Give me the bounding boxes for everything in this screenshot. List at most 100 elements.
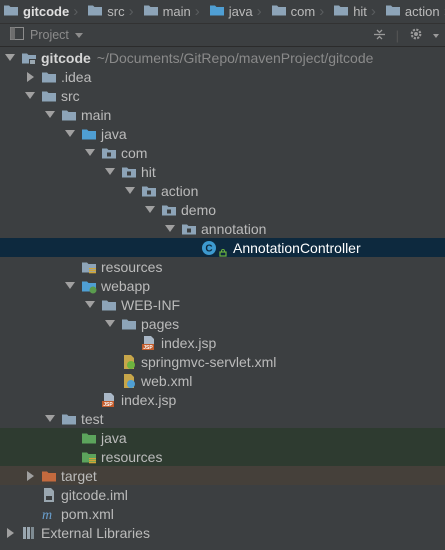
svg-text:C: C	[205, 243, 212, 254]
collapsed-arrow-icon[interactable]	[5, 528, 15, 538]
resources-folder-icon	[81, 259, 97, 275]
tree-node-label: gitcode.iml	[61, 486, 128, 503]
tree-node-label: test	[81, 410, 104, 427]
tree-node-pages[interactable]: pages	[0, 314, 445, 333]
expanded-arrow-icon[interactable]	[105, 319, 115, 329]
project-toolbar: Project |	[0, 24, 445, 47]
tree-node-annotation[interactable]: annotation	[0, 219, 445, 238]
tree-node-test[interactable]: test	[0, 409, 445, 428]
gear-icon[interactable]	[409, 27, 423, 44]
breadcrumb-label: main	[162, 4, 191, 19]
expanded-arrow-icon[interactable]	[145, 205, 155, 215]
expanded-arrow-icon[interactable]	[25, 91, 35, 101]
tree-node-index-jsp[interactable]: JSP index.jsp	[0, 390, 445, 409]
package-icon	[161, 202, 177, 218]
folder-icon	[101, 297, 117, 313]
expanded-arrow-icon[interactable]	[5, 53, 15, 63]
expanded-arrow-icon[interactable]	[45, 414, 55, 424]
jsp-file-icon: JSP	[141, 335, 157, 351]
tree-node-java[interactable]: java	[0, 428, 445, 447]
tree-node-web-inf[interactable]: WEB-INF	[0, 295, 445, 314]
tree-node-label: webapp	[101, 277, 151, 294]
tree-node-label: annotation	[201, 220, 267, 237]
navigation-breadcrumb: gitcode›src›main›java›com›hit›action›dem…	[0, 0, 445, 24]
breadcrumb-item-action[interactable]: action›	[382, 0, 445, 23]
tree-node-com[interactable]: com	[0, 143, 445, 162]
tree-node-gitcode-iml[interactable]: gitcode.iml	[0, 485, 445, 504]
tree-node-resources[interactable]: resources	[0, 257, 445, 276]
tree-node-src[interactable]: src	[0, 86, 445, 105]
chevron-right-icon: ›	[370, 3, 376, 20]
project-view-selector[interactable]: Project	[30, 28, 69, 42]
tree-node-label: target	[61, 467, 97, 484]
chevron-right-icon: ›	[194, 3, 200, 20]
collapse-all-icon[interactable]	[373, 28, 386, 44]
tree-node-springmvc-servlet-xml[interactable]: springmvc-servlet.xml	[0, 352, 445, 371]
breadcrumb-item-main[interactable]: main›	[140, 0, 206, 23]
expanded-arrow-icon[interactable]	[105, 167, 115, 177]
collapsed-arrow-icon[interactable]	[25, 471, 35, 481]
tree-node-label: .idea	[61, 68, 92, 85]
expanded-arrow-icon[interactable]	[85, 300, 95, 310]
tree-node-label: java	[101, 125, 127, 142]
expanded-arrow-icon[interactable]	[165, 224, 175, 234]
chevron-down-icon[interactable]	[433, 33, 439, 38]
chevron-down-icon[interactable]	[74, 32, 83, 38]
tree-node-label: web.xml	[141, 372, 193, 389]
breadcrumb-item-java[interactable]: java›	[206, 0, 268, 23]
tree-node-label: index.jsp	[121, 391, 177, 408]
folder-icon	[41, 88, 57, 104]
chevron-right-icon: ›	[128, 3, 134, 20]
breadcrumb-item-com[interactable]: com›	[268, 0, 331, 23]
tree-node-external-libraries[interactable]: External Libraries	[0, 523, 445, 542]
svg-text:JSP: JSP	[103, 402, 113, 408]
class-icon: C	[201, 240, 217, 256]
tree-node-main[interactable]: main	[0, 105, 445, 124]
chevron-right-icon: ›	[319, 3, 325, 20]
expanded-arrow-icon[interactable]	[85, 148, 95, 158]
excluded-folder-icon	[41, 468, 57, 484]
svg-text:m: m	[42, 508, 52, 522]
expanded-arrow-icon[interactable]	[65, 129, 75, 139]
chevron-right-icon: ›	[444, 3, 445, 20]
test-folder-icon	[81, 430, 97, 446]
tree-node-webapp[interactable]: webapp	[0, 276, 445, 295]
module-icon	[21, 50, 37, 66]
folder-icon	[3, 2, 19, 21]
tree-node-demo[interactable]: demo	[0, 200, 445, 219]
breadcrumb-label: java	[228, 4, 253, 19]
tree-node-hit[interactable]: hit	[0, 162, 445, 181]
tree-node-label: src	[61, 87, 80, 104]
expanded-arrow-icon[interactable]	[125, 186, 135, 196]
chevron-right-icon: ›	[256, 3, 262, 20]
project-view-icon	[10, 27, 24, 43]
tree-node-web-xml[interactable]: web.xml	[0, 371, 445, 390]
project-tree: gitcode~/Documents/GitRepo/mavenProject/…	[0, 47, 445, 550]
tree-node-pom-xml[interactable]: m pom.xml	[0, 504, 445, 523]
package-icon	[121, 164, 137, 180]
folder-icon	[61, 107, 77, 123]
tree-node--idea[interactable]: .idea	[0, 67, 445, 86]
breadcrumb-item-hit[interactable]: hit›	[330, 0, 382, 23]
tree-node-label: pages	[141, 315, 180, 332]
tree-node-resources[interactable]: resources	[0, 447, 445, 466]
tree-node-action[interactable]: action	[0, 181, 445, 200]
tree-node-target[interactable]: target	[0, 466, 445, 485]
expanded-arrow-icon[interactable]	[65, 281, 75, 291]
tree-node-label: java	[101, 429, 127, 446]
collapsed-arrow-icon[interactable]	[25, 72, 35, 82]
package-icon	[141, 183, 157, 199]
module-path: ~/Documents/GitRepo/mavenProject/gitcode	[96, 49, 374, 66]
tree-node-gitcode[interactable]: gitcode~/Documents/GitRepo/mavenProject/…	[0, 48, 445, 67]
tree-node-label: com	[121, 144, 148, 161]
tree-node-java[interactable]: java	[0, 124, 445, 143]
tree-node-label: pom.xml	[61, 505, 114, 522]
tree-node-label: springmvc-servlet.xml	[141, 353, 277, 370]
expanded-arrow-icon[interactable]	[45, 110, 55, 120]
folder-icon	[143, 2, 159, 21]
tree-node-label: action	[161, 182, 199, 199]
breadcrumb-item-src[interactable]: src›	[84, 0, 139, 23]
breadcrumb-item-gitcode[interactable]: gitcode›	[0, 0, 84, 23]
